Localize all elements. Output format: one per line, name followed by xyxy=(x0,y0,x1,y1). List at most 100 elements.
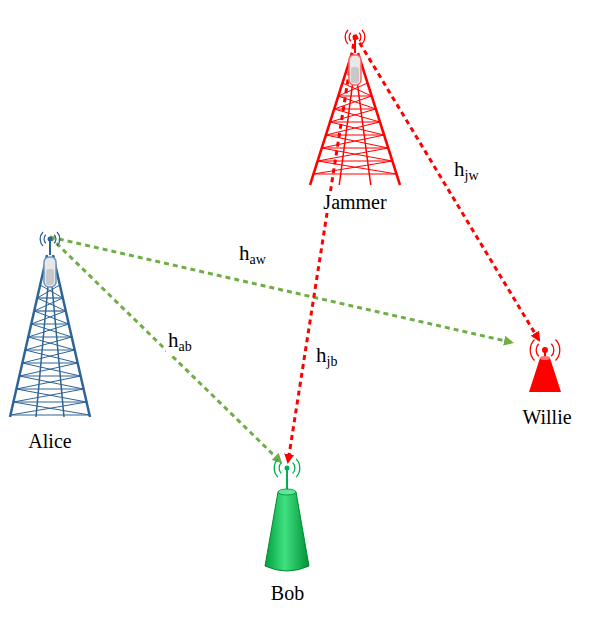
radio-wave xyxy=(362,30,365,44)
tower-icon xyxy=(305,35,405,213)
channel-label: hjb xyxy=(314,343,339,371)
lattice-bar xyxy=(326,134,384,135)
terminal-node: Willie xyxy=(512,340,582,428)
lattice-brace xyxy=(37,298,66,311)
antenna-housing xyxy=(351,67,359,83)
lattice-brace xyxy=(28,324,68,337)
channel-arrow xyxy=(288,35,355,462)
radio-wave xyxy=(536,344,539,357)
channel-arrow xyxy=(50,237,512,342)
lattice-brace xyxy=(34,311,69,324)
lattice-brace xyxy=(330,122,384,135)
lattice-brace xyxy=(16,389,86,402)
lattice-brace xyxy=(22,363,80,376)
lattice-brace xyxy=(34,298,63,311)
radio-wave xyxy=(293,462,295,473)
lattice-brace xyxy=(330,109,376,122)
radio-wave xyxy=(274,459,278,477)
tower-icon xyxy=(5,237,95,452)
channel-subscript: jb xyxy=(327,354,338,369)
radio-wave xyxy=(40,232,43,246)
lattice-bar xyxy=(25,349,74,350)
lattice-bar xyxy=(318,160,393,161)
channel-label: hab xyxy=(166,328,194,356)
antenna-tip xyxy=(542,347,548,353)
lattice-bar xyxy=(37,297,63,298)
radio-wave xyxy=(279,462,281,473)
lattice-brace xyxy=(322,135,384,148)
channel-symbol: h xyxy=(168,328,179,352)
lattice-bar xyxy=(314,173,397,174)
radio-wave xyxy=(359,33,361,41)
lattice-brace xyxy=(10,402,86,415)
tower-leg xyxy=(53,255,90,417)
lattice-bar xyxy=(34,310,66,311)
channel-arrow xyxy=(355,35,539,340)
radio-wave xyxy=(349,33,351,41)
node-label: Jammer xyxy=(321,191,388,213)
lattice-brace xyxy=(25,337,71,350)
lattice-brace xyxy=(31,311,66,324)
radio-wave xyxy=(551,344,554,357)
antenna-housing xyxy=(46,269,54,285)
channel-symbol: h xyxy=(316,343,327,367)
receiver-body xyxy=(265,492,309,571)
lattice-bar xyxy=(31,323,69,324)
channel-label: hjw xyxy=(452,157,481,185)
channel-arrow xyxy=(50,237,281,462)
lattice-brace xyxy=(326,122,380,135)
antenna-mast xyxy=(286,468,288,492)
lattice-bar xyxy=(330,121,380,122)
antenna-tip xyxy=(285,466,290,471)
lattice-brace xyxy=(31,324,71,337)
channel-subscript: ab xyxy=(179,339,192,354)
antenna-mast xyxy=(49,239,51,255)
lattice-bar xyxy=(10,414,89,415)
antenna-housing xyxy=(349,55,361,85)
lattice-brace xyxy=(25,350,77,363)
tower-node: Alice xyxy=(5,237,95,452)
channel-subscript: aw xyxy=(250,252,266,267)
lattice-brace xyxy=(22,350,74,363)
lattice-bar xyxy=(19,375,80,376)
node-label: Alice xyxy=(26,430,73,452)
lattice-brace xyxy=(334,96,372,109)
tower-leg xyxy=(10,255,47,417)
channel-symbol: h xyxy=(239,241,250,265)
antenna-mast xyxy=(354,37,356,53)
lattice-brace xyxy=(338,96,376,109)
lattice-brace xyxy=(19,363,77,376)
terminal-node: Bob xyxy=(260,462,315,604)
lattice-brace xyxy=(28,337,74,350)
lattice-brace xyxy=(322,148,393,161)
receiver-body xyxy=(540,356,550,360)
node-label: Willie xyxy=(520,406,573,428)
lattice-brace xyxy=(19,376,83,389)
lattice-bar xyxy=(322,147,388,148)
lattice-bar xyxy=(338,95,371,96)
receiver-body xyxy=(529,358,561,392)
radio-wave xyxy=(54,235,56,243)
antenna-housing xyxy=(44,257,56,287)
lattice-brace xyxy=(13,389,83,402)
lattice-brace xyxy=(334,109,380,122)
lattice-brace xyxy=(318,161,397,174)
radio-wave xyxy=(345,30,348,44)
radio-wave xyxy=(57,232,60,246)
node-label: Bob xyxy=(269,582,306,604)
channel-label: haw xyxy=(237,241,268,269)
lattice-brace xyxy=(314,161,393,174)
radio-wave xyxy=(530,340,534,361)
lattice-bar xyxy=(22,362,77,363)
channel-symbol: h xyxy=(454,157,465,181)
radio-wave xyxy=(296,459,300,477)
channel-subscript: jw xyxy=(465,168,479,183)
lattice-brace xyxy=(326,135,388,148)
lattice-brace xyxy=(16,376,80,389)
lattice-bar xyxy=(334,108,376,109)
radio-wave xyxy=(556,340,560,361)
radio-wave xyxy=(44,235,46,243)
lattice-bar xyxy=(13,401,86,402)
receiver-body xyxy=(278,489,296,495)
tower-node: Jammer xyxy=(305,35,405,213)
